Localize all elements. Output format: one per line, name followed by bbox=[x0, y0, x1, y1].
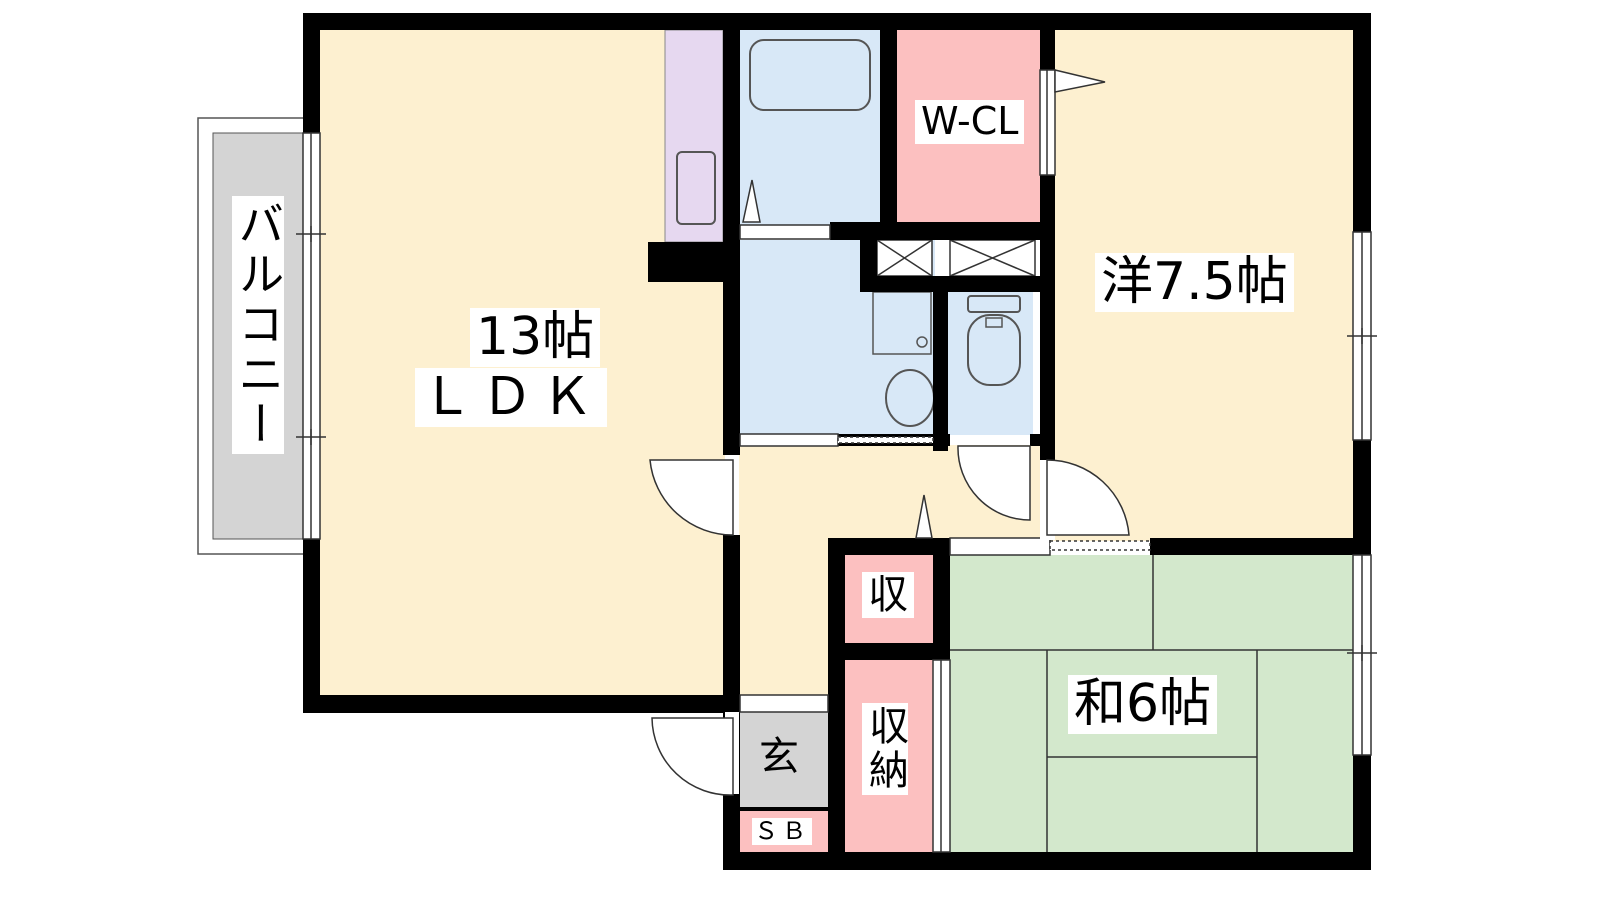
toilet-bowl-icon bbox=[967, 314, 1021, 386]
washbasin-tap-icon bbox=[916, 336, 928, 348]
vent-box-icon bbox=[949, 239, 1036, 277]
entrance-floor bbox=[740, 712, 828, 807]
kitchen-counter bbox=[664, 29, 724, 243]
toilet-seat-icon bbox=[985, 317, 1003, 328]
window-ticks bbox=[296, 226, 1377, 661]
western-room-floor bbox=[1055, 30, 1355, 545]
balcony-floor bbox=[212, 132, 304, 540]
shoe-box-floor bbox=[740, 810, 828, 852]
sliding-doors bbox=[739, 433, 1151, 713]
bathroom-floor bbox=[740, 30, 880, 225]
hall-floor-lower bbox=[725, 545, 845, 695]
sink-icon bbox=[676, 151, 716, 225]
tatami-lines bbox=[950, 555, 1355, 852]
vent-box-icon bbox=[876, 239, 933, 277]
ldk-floor bbox=[320, 30, 725, 695]
storage-small-floor bbox=[845, 555, 933, 643]
door-swings bbox=[649, 445, 1130, 796]
walk-in-closet-floor bbox=[897, 30, 1040, 222]
toilet-tank-icon bbox=[967, 295, 1021, 313]
storage-floor bbox=[845, 660, 933, 852]
bathtub-icon bbox=[749, 39, 871, 111]
door-arrow-icons bbox=[742, 69, 1106, 539]
